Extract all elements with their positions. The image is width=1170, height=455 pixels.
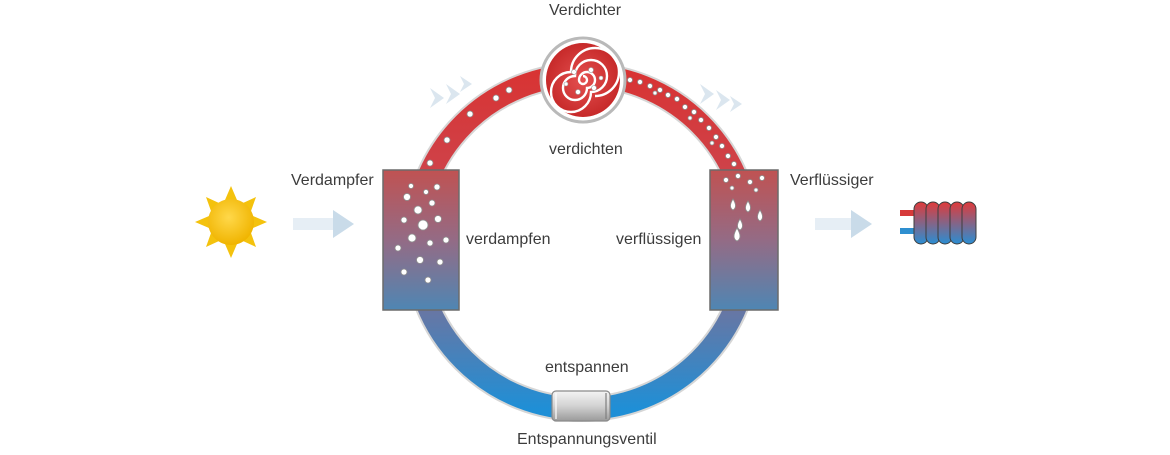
expand-label: entspannen [545, 359, 629, 376]
condensate-drops [723, 173, 765, 242]
heat-flow-chevrons-left [430, 76, 472, 108]
expansion-valve [551, 390, 611, 422]
evaporator-label: Verdampfer [291, 172, 374, 189]
heat-output-arrow [815, 210, 872, 238]
expansion-valve-label: Entspannungsventil [517, 431, 657, 448]
sun-icon [195, 186, 267, 258]
heating-coil-icon [900, 201, 977, 245]
evaporator-box [382, 169, 460, 311]
compressor-label: Verdichter [549, 2, 622, 19]
heat-flow-chevrons-right [700, 84, 742, 112]
heat-input-arrow [293, 210, 354, 238]
condenser-box [709, 169, 779, 311]
loop-bubbles [426, 77, 737, 167]
compressor [539, 36, 627, 124]
evaporate-label: verdampfen [466, 231, 551, 248]
vapor-bubbles [394, 183, 450, 284]
condense-label: verflüssigen [616, 231, 702, 248]
condenser-label: Verflüssiger [790, 172, 874, 189]
compressor-spiral-icon [549, 46, 621, 114]
compress-label: verdichten [549, 141, 623, 158]
